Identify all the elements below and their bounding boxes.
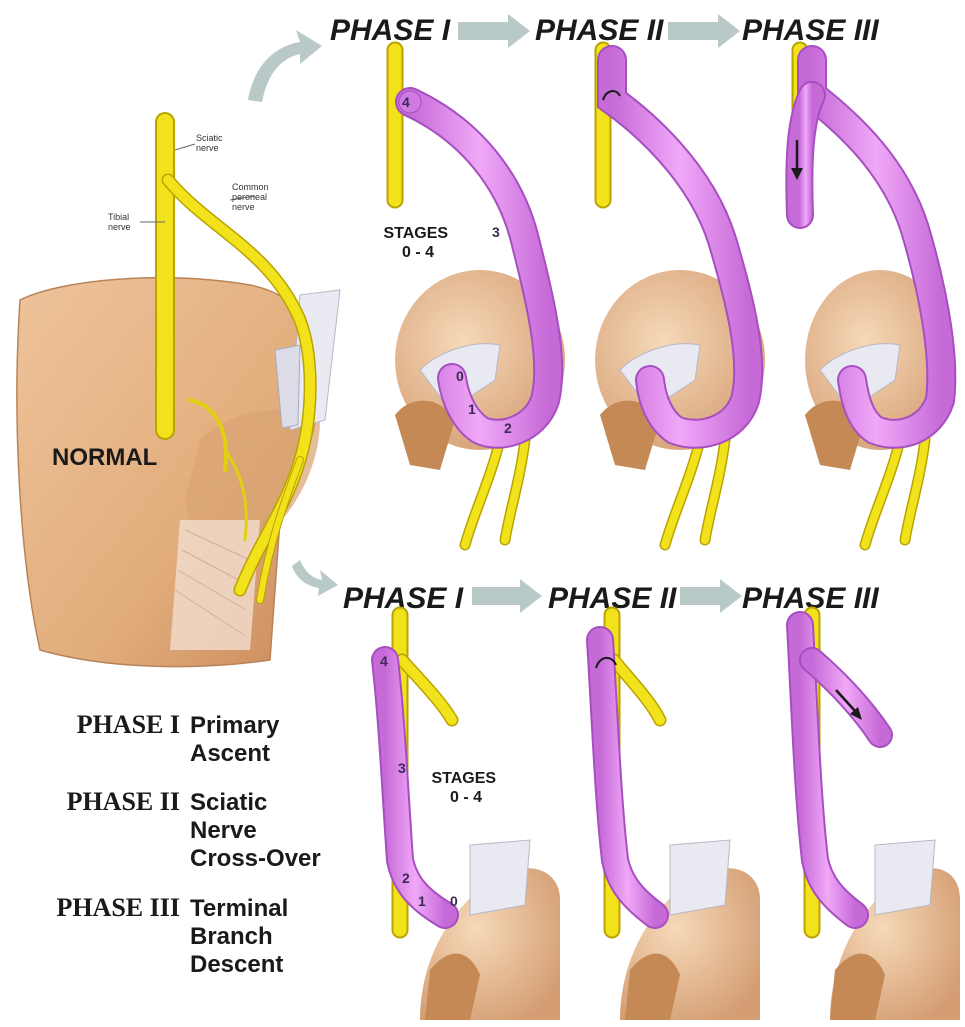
top-phase-2-panel [595,50,765,545]
phase-legend: PHASE I Primary Ascent PHASE II Sciatic … [56,710,320,978]
tibial-label: Tibial nerve [108,212,132,232]
bottom-phase-1-panel: 4 3 2 1 0 STAGES 0 - 4 [380,615,560,1020]
bottom-phase-3-panel [800,615,960,1020]
normal-illustration: Sciatic nerve Common peroneal nerve Tibi… [17,122,340,667]
top-phase-3-panel [791,50,955,545]
stage-number: 0 [450,893,458,909]
stage-number: 4 [380,653,388,669]
common-peroneal-label: Common peroneal nerve [232,182,271,212]
stage-number: 0 [456,368,464,384]
top-phase-1-panel: 4 3 0 1 2 STAGES 0 - 4 [383,50,565,545]
stage-number: 2 [504,420,512,436]
sciatic-label: Sciatic nerve [196,133,225,153]
stage-number: 1 [468,401,476,417]
stage-number: 2 [402,870,410,886]
legend-key: PHASE I [77,710,180,739]
legend-key: PHASE III [56,893,180,922]
bottom-phase-2-panel [596,615,760,1020]
legend-description: Sciatic Nerve Cross-Over [190,789,321,872]
arrow-right-icon [458,14,530,48]
top-phase-2-title: PHASE II [535,14,664,47]
stage-number: 3 [398,760,406,776]
arrow-right-icon [668,14,740,48]
stage-number: 4 [402,94,410,110]
legend-description: Primary Ascent [190,712,286,767]
top-phase-3-title: PHASE III [742,14,879,47]
curved-arrow-up-icon [248,30,322,102]
curved-arrow-down-icon [292,560,338,596]
stage-number: 1 [418,893,426,909]
bottom-stages-label: STAGES 0 - 4 [431,770,500,806]
stage-number: 3 [492,224,500,240]
arrow-right-icon [472,579,542,613]
legend-description: Terminal Branch Descent [190,895,295,978]
top-stages-label: STAGES 0 - 4 [383,225,452,261]
top-phase-1-title: PHASE I [330,14,451,47]
legend-key: PHASE II [67,787,180,816]
arrow-right-icon [680,579,742,613]
normal-title: NORMAL [52,444,157,471]
